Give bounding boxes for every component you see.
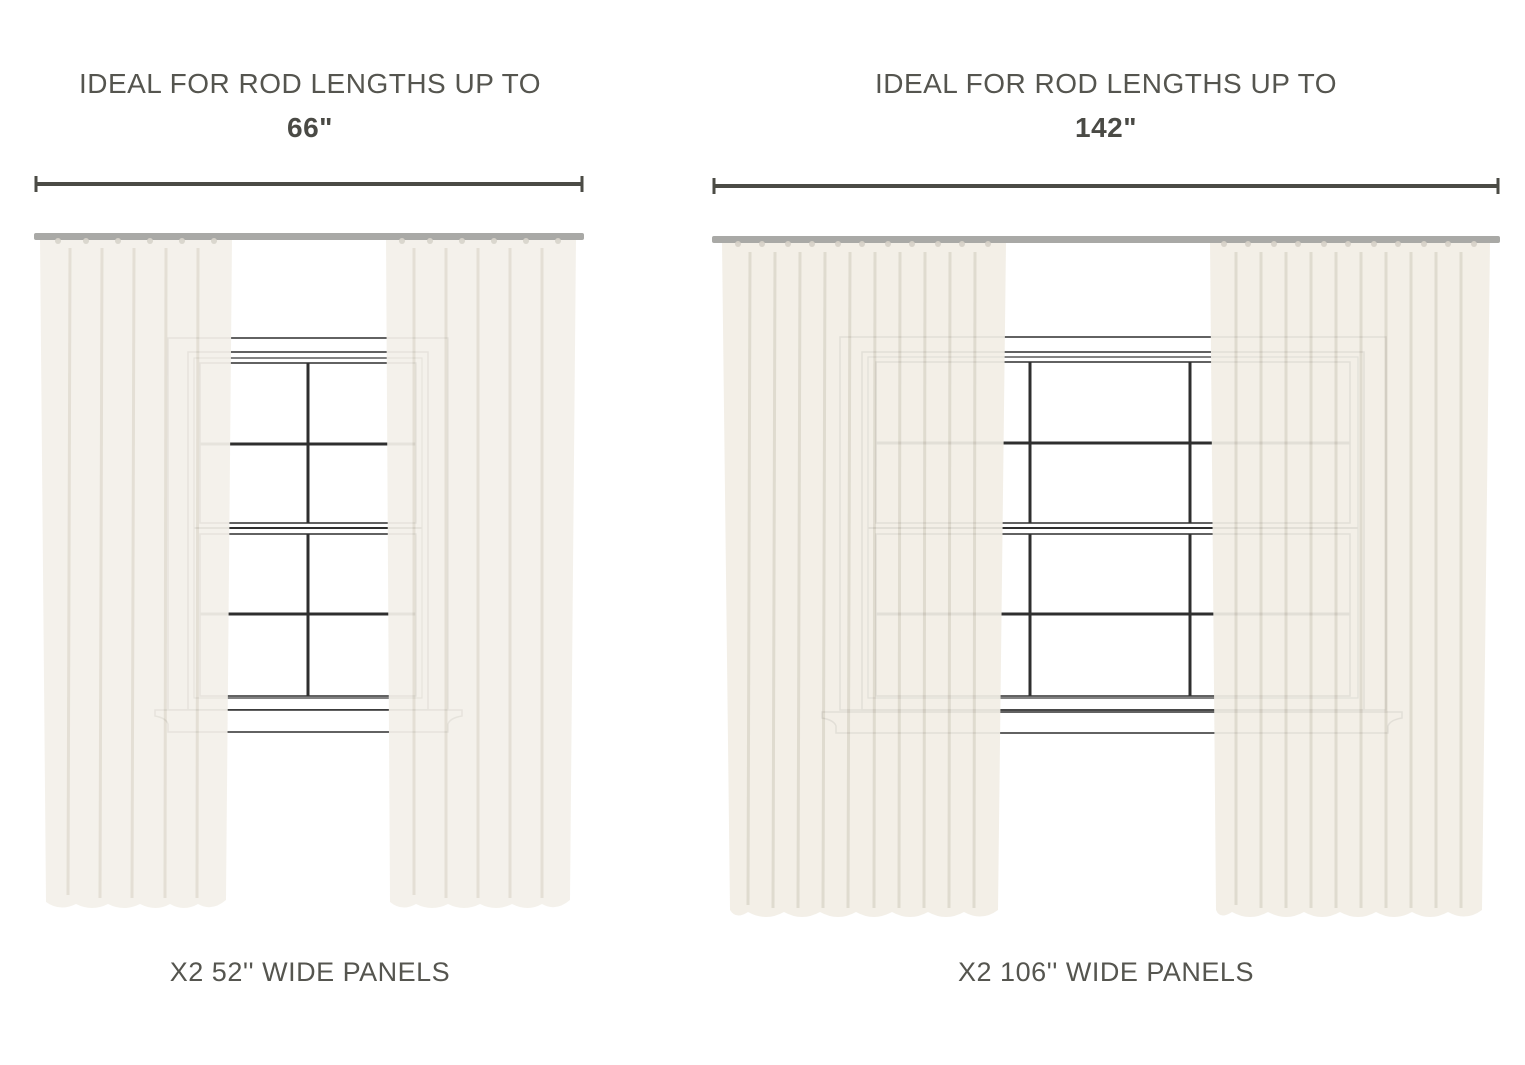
right-rod-length: 142" [1075, 112, 1137, 143]
left-panel-label: X2 52'' WIDE PANELS [169, 957, 451, 987]
left-dimension-line [34, 176, 584, 192]
right-dimension-line [712, 178, 1500, 194]
left-rod-length: 66" [287, 112, 333, 143]
right-panel-label: X2 106'' WIDE PANELS [958, 957, 1254, 987]
right-curtain-panel-2 [1210, 241, 1490, 917]
right-heading: IDEAL FOR ROD LENGTHS UP TO [874, 68, 1338, 99]
right-curtain-rod [712, 236, 1500, 243]
left-curtain-rod [34, 233, 584, 240]
left-curtain-panel-2 [386, 238, 576, 908]
left-heading: IDEAL FOR ROD LENGTHS UP TO [78, 68, 542, 99]
right-curtain-panel-1 [722, 241, 1006, 917]
left-curtain-panel-1 [40, 238, 232, 908]
